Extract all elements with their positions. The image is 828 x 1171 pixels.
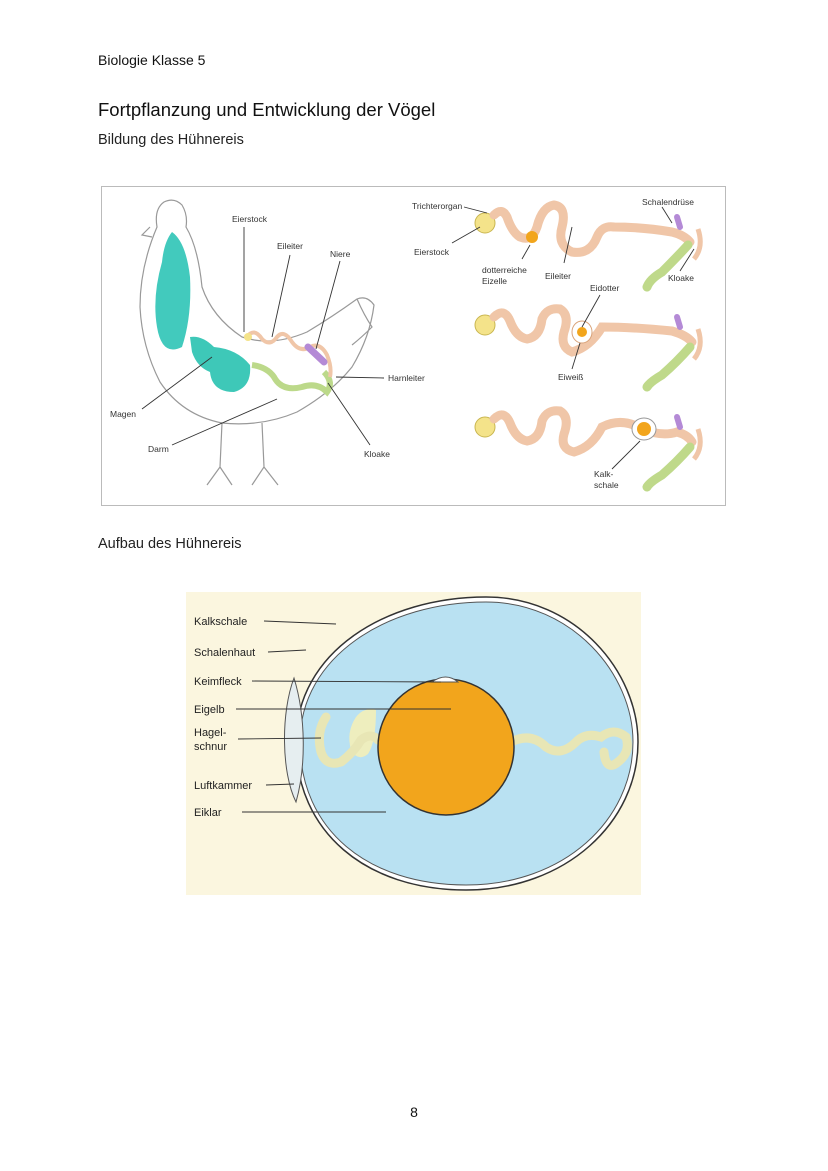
label-eiweiss: Eiweiß xyxy=(558,372,584,382)
label-eizelle: Eizelle xyxy=(482,276,507,286)
page-number: 8 xyxy=(410,1104,418,1120)
crop-shape xyxy=(155,232,191,350)
intestine-shape xyxy=(251,362,333,397)
label-kloake-2: Kloake xyxy=(668,273,694,283)
label-kloake-hen: Kloake xyxy=(364,449,390,459)
hen-ovary xyxy=(244,333,252,341)
egg-label-eiklar: Eiklar xyxy=(194,807,222,819)
section-heading-aufbau: Aufbau des Hühnereis xyxy=(98,536,242,552)
label-eierstock-2: Eierstock xyxy=(414,247,450,257)
gizzard-shape xyxy=(190,336,251,392)
label-schale: schale xyxy=(594,480,619,490)
egg-label-luftkammer: Luftkammer xyxy=(194,780,252,792)
egg-label-schnur: schnur xyxy=(194,741,227,753)
label-kalk: Kalk- xyxy=(594,469,614,479)
egg-label-schalenhaut: Schalenhaut xyxy=(194,647,255,659)
chalaza-right-twist xyxy=(506,727,632,770)
label-eierstock: Eierstock xyxy=(232,214,268,224)
label-darm: Darm xyxy=(148,444,169,454)
label-trichterorgan: Trichterorgan xyxy=(412,201,463,211)
air-cell xyxy=(284,676,304,804)
yolk xyxy=(377,678,515,816)
oviduct-stage-1 xyxy=(474,200,703,292)
egg-structure-figure: Kalkschale Schalenhaut Keimfleck Eigelb … xyxy=(186,592,641,895)
label-eidotter: Eidotter xyxy=(590,283,619,293)
label-niere: Niere xyxy=(330,249,351,259)
egg-formation-diagram: Eierstock Eileiter Niere Harnleiter Mage… xyxy=(110,197,703,492)
label-magen: Magen xyxy=(110,409,136,419)
egg-label-hagel: Hagel- xyxy=(194,727,227,739)
oviduct-stage-2 xyxy=(474,304,703,392)
page-title: Fortpflanzung und Entwicklung der Vögel xyxy=(98,99,436,120)
label-schalendruese: Schalendrüse xyxy=(642,197,694,207)
egg-label-eigelb: Eigelb xyxy=(194,704,225,716)
label-dotterreiche: dotterreiche xyxy=(482,265,527,275)
label-harnleiter: Harnleiter xyxy=(388,373,425,383)
label-eileiter: Eileiter xyxy=(277,241,303,251)
hen-oviduct-shape xyxy=(245,330,333,378)
hen-outline xyxy=(139,199,375,486)
label-eileiter-2: Eileiter xyxy=(545,271,571,281)
page-header: Biologie Klasse 5 xyxy=(98,52,206,68)
egg-label-kalkschale: Kalkschale xyxy=(194,616,247,628)
egg-formation-figure: Eierstock Eileiter Niere Harnleiter Mage… xyxy=(101,186,726,506)
egg-label-keimfleck: Keimfleck xyxy=(194,676,242,688)
kidney-shape xyxy=(304,343,328,366)
section-heading-bildung: Bildung des Hühnereis xyxy=(98,132,244,148)
oviduct-stage-3 xyxy=(474,406,703,492)
germinal-disc xyxy=(430,676,460,683)
chalaza-left-twist xyxy=(314,712,383,768)
egg-structure-diagram: Kalkschale Schalenhaut Keimfleck Eigelb … xyxy=(194,596,639,891)
